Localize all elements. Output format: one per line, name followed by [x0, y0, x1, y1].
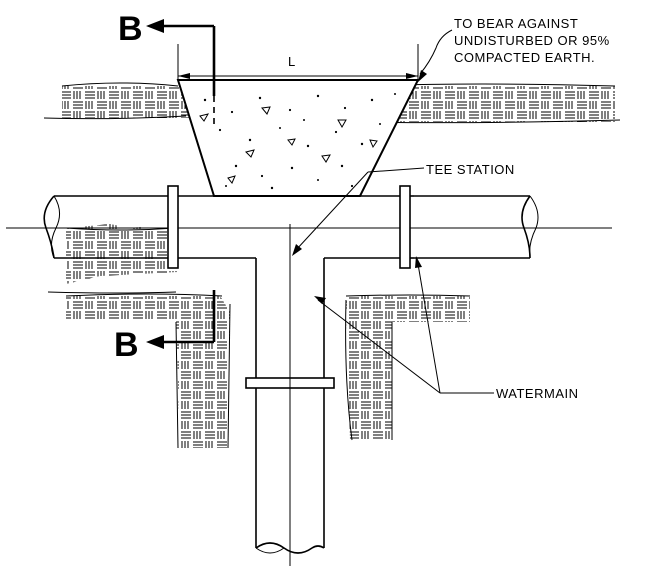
joint-flange-right — [399, 185, 411, 269]
watermain-pipe — [6, 185, 612, 269]
dimension-label: L — [288, 54, 296, 69]
section-marker-top-letter: B — [118, 10, 143, 48]
note-tee-station: TEE STATION — [292, 162, 515, 256]
note-bearing-line-2: UNDISTURBED OR 95% — [454, 33, 610, 48]
branch-pipe — [245, 224, 335, 566]
note-bearing: TO BEAR AGAINST UNDISTURBED OR 95% COMPA… — [418, 16, 610, 82]
section-marker-bottom: B — [114, 290, 216, 364]
section-marker-top: B — [118, 10, 216, 124]
label-tee-station: TEE STATION — [426, 162, 515, 177]
dimension-L: L — [177, 44, 419, 80]
soil-lower-left — [65, 293, 231, 449]
arrow-left-icon — [146, 335, 164, 349]
label-watermain: WATERMAIN — [496, 386, 579, 401]
note-bearing-line-3: COMPACTED EARTH. — [454, 50, 595, 65]
note-watermain: WATERMAIN — [314, 256, 579, 401]
note-bearing-line-1: TO BEAR AGAINST — [454, 16, 578, 31]
soil-top — [47, 224, 178, 294]
arrow-left-icon — [146, 19, 164, 33]
joint-flange-left — [167, 185, 179, 269]
soil-lower-right — [345, 294, 471, 441]
section-marker-bottom-letter: B — [114, 326, 139, 364]
